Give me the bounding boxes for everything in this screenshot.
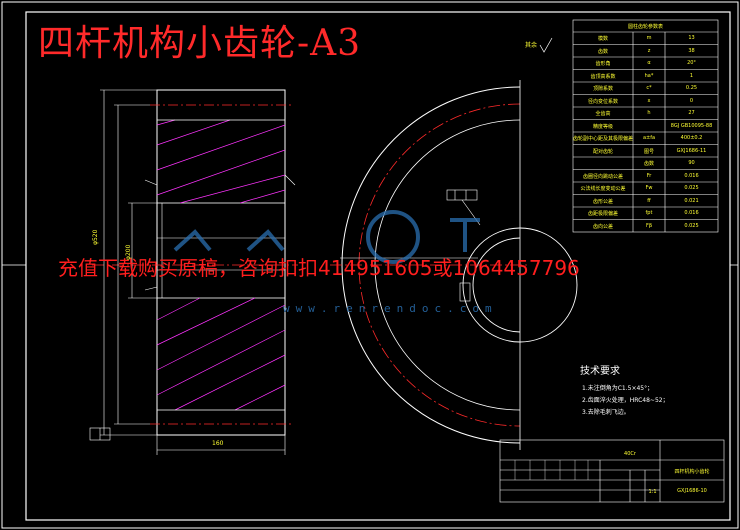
param-cell: 400±0.2 [680, 135, 703, 141]
param-cell: 齿数 [643, 161, 654, 167]
param-cell: 径向变位系数 [587, 98, 618, 105]
gear-section-view [89, 89, 298, 455]
param-cell: 0.016 [684, 210, 699, 216]
param-cell: 0.016 [684, 172, 699, 179]
param-cell: Fw [645, 185, 653, 191]
dim-diameter: φ520 [92, 229, 99, 245]
title-block-drawing-name: 四杆机构小齿轮 [674, 469, 710, 475]
param-cell: GXJ1686-11 [676, 147, 707, 154]
param-cell: 0.25 [685, 85, 698, 91]
watermark-logo [173, 210, 480, 264]
drawing-title: 四杆机构小齿轮-A3 [38, 23, 362, 64]
param-cell: 1 [689, 72, 694, 79]
dim-width: 160 [212, 440, 224, 447]
param-cell: c* [646, 85, 652, 91]
param-cell: 38 [688, 47, 695, 54]
watermark-text: 充值下载购买原稿，咨询扣扣414951605或1064457796 [58, 256, 580, 280]
gear-end-view [330, 80, 578, 450]
param-table-header: 圆柱齿轮参数表 [627, 24, 663, 30]
param-cell: a±fa [642, 135, 656, 141]
watermark-url: www.renrendoc.com [283, 302, 498, 315]
param-cell: 齿距极限偏差 [587, 211, 618, 217]
param-cell: 配对齿轮 [592, 148, 613, 155]
param-table: 圆柱齿轮参数表 模数 m 13 齿数 z 38 齿形角 α 20° 齿顶高系数 ha* 1 顶隙系数 c*… [573, 20, 718, 232]
param-cell: 全齿高 [595, 111, 611, 117]
param-cell: α [647, 60, 651, 66]
param-cell: 齿向公差 [592, 223, 613, 230]
param-cell: 齿顶高系数 [590, 73, 616, 80]
param-cell: 图号 [643, 148, 654, 155]
param-cell: 90 [688, 160, 695, 166]
param-cell: Fβ [645, 222, 653, 229]
param-cell: x [647, 97, 651, 104]
param-cell: 0 [689, 97, 694, 104]
param-cell: 顶隙系数 [592, 86, 613, 92]
param-cell: ff [647, 197, 651, 204]
tech-item: 1.未注倒角为C1.5×45°； [582, 385, 654, 392]
param-cell: m [646, 35, 652, 41]
title-block-drawing-number: GXJ1686-10 [677, 488, 707, 494]
param-cell: z [647, 47, 651, 54]
param-cell: h [647, 110, 651, 116]
param-cell: 27 [688, 110, 695, 116]
tech-item: 3.去除毛刺飞边。 [582, 409, 630, 416]
param-cell: 20° [687, 60, 696, 66]
param-cell: ha* [644, 72, 654, 79]
param-cell: 0.025 [684, 222, 699, 229]
param-cell: 齿形角 [595, 61, 611, 67]
param-cell: 齿形公差 [592, 198, 613, 205]
param-cell: 8GJ GB10095-88 [670, 122, 713, 129]
inner-frame [25, 11, 731, 521]
tech-requirements-title: 技术要求 [580, 366, 620, 377]
param-cell: 公法线长度变动公差 [580, 186, 626, 192]
param-cell: Fr [646, 172, 652, 179]
tech-item: 2.齿面淬火处理，HRC48~52； [582, 397, 669, 404]
title-block-scale: 1:1 [648, 489, 657, 495]
title-block-grid [499, 439, 725, 503]
param-cell: 0.025 [684, 185, 699, 191]
param-cell: fpt [645, 210, 653, 216]
param-cell: 精度等级 [592, 123, 613, 130]
roughness-symbol [539, 37, 553, 53]
param-cell: 齿数 [597, 48, 608, 55]
dim-bore: φ200 [125, 244, 132, 260]
param-cell: 齿轮副中心距及其极限偏差 [573, 136, 633, 142]
param-cell: 13 [688, 35, 695, 41]
param-cell: 模数 [597, 36, 608, 42]
roughness-other-label: 其余 [525, 42, 538, 49]
param-cell: 齿圈径向跳动公差 [582, 173, 623, 180]
param-cell: 0.021 [684, 197, 699, 204]
title-block-material: 40Cr [624, 451, 636, 457]
